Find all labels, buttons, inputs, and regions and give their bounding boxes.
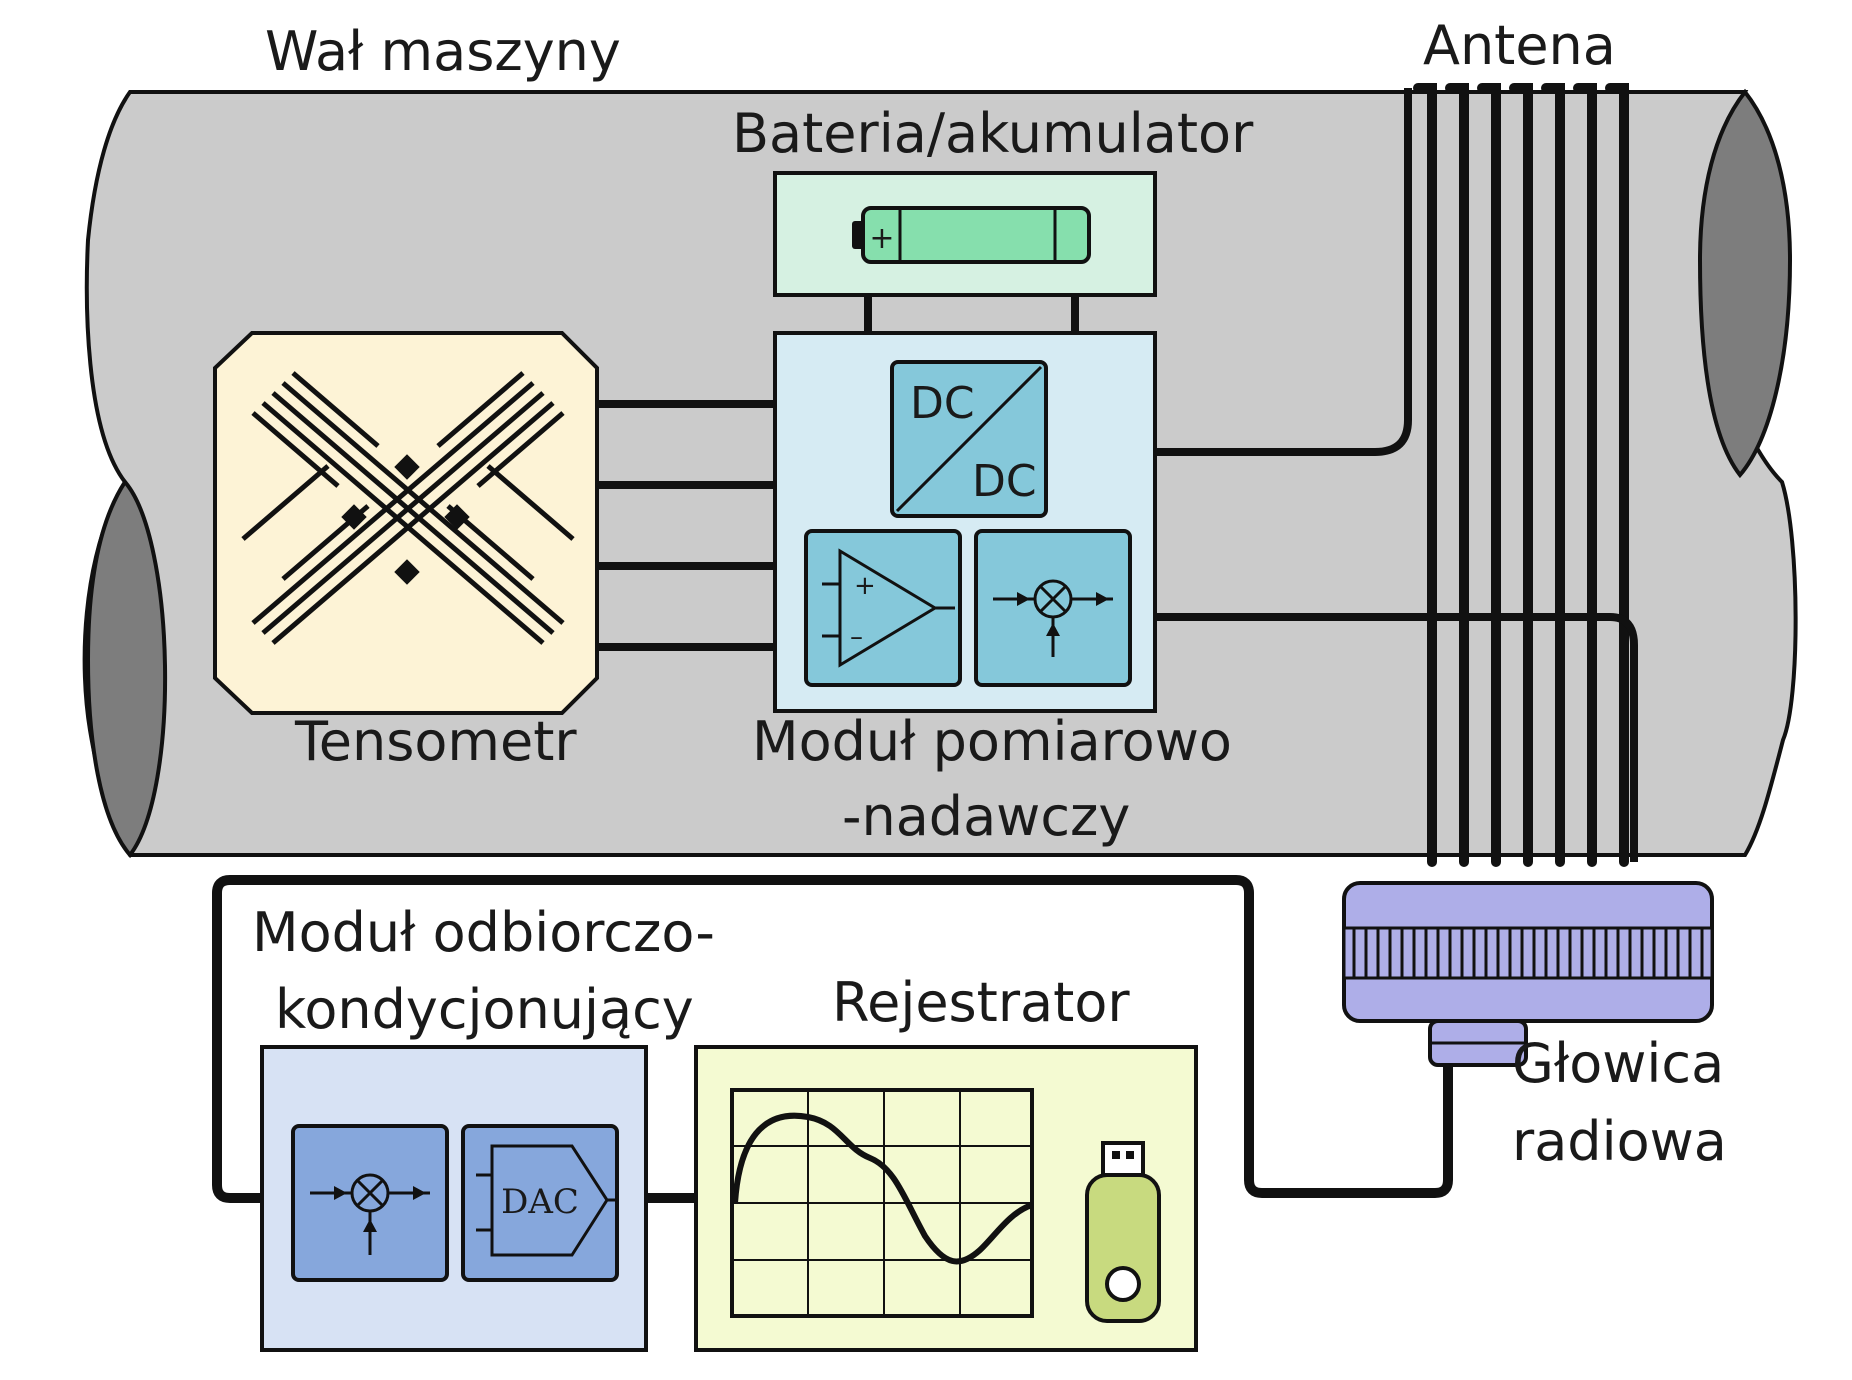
grid-line [281,381,565,625]
label-receiver-1: Moduł odbiorczo- [252,901,715,964]
battery-icon [861,206,1091,264]
ground-wires [212,875,1453,1203]
usb-body [1085,1173,1161,1323]
antenna-coil-2 [1445,83,1469,867]
grid-line [486,464,575,541]
wire-antenna-return [1155,613,1638,862]
grid-line [271,401,555,645]
grid-line [476,411,565,488]
label-antenna: Antena [1423,14,1616,77]
grid-line [271,391,555,635]
pad [394,559,420,585]
antenna-coils [1413,83,1629,867]
dac-block [461,1124,619,1282]
mixer-carrier-arrow [1046,623,1060,636]
mixer-input-arrow [1017,592,1030,606]
label-radio-head-1: Głowica [1512,1032,1724,1095]
label-receiver-2: kondycjonujący [275,978,694,1041]
strain-gauge-pads [341,454,470,585]
dcdc-input-label: DC [910,378,975,429]
demodulator-block [291,1124,449,1282]
labels: Wał maszyny Antena Bateria/akumulator Te… [252,14,1727,1173]
battery-plus-sign: + [869,221,894,256]
grid-line [261,401,545,645]
radio-head-fin-lines [1352,928,1704,978]
shaft-left-end [85,478,168,859]
dac-label: DAC [501,1182,579,1222]
grid-line [436,371,525,448]
demod-input-arrow [334,1186,347,1200]
dac-converter: DAC [461,1124,619,1282]
receiver-module: DAC [260,1045,648,1352]
usb-connector [1101,1141,1145,1177]
screen-waveform [732,1112,1034,1265]
label-battery: Bateria/akumulator [732,102,1254,165]
usb-ring [1105,1266,1141,1302]
antenna-coil-4 [1509,83,1533,867]
wire-to-antenna [1155,88,1412,456]
amplifier-triangle [838,548,938,668]
grid-line [261,391,545,635]
dcdc-converter: DC DC [890,360,1048,518]
antenna-coil-1 [1413,83,1437,867]
grid-line [291,371,380,448]
label-recorder: Rejestrator [832,971,1130,1034]
amplifier: + – [804,529,962,687]
label-transmitter-1: Moduł pomiarowo [752,710,1232,773]
wire-radio-to-receiver [212,875,1453,1203]
battery-module: + [773,171,1157,297]
label-transmitter-2: -nadawczy [842,785,1130,848]
radio-head-fins [1342,926,1714,980]
usb-pin-2 [1126,1151,1134,1159]
grid-line [241,464,330,541]
dac-shape [490,1144,609,1257]
mixer-output-arrow [1096,592,1109,606]
demod-carrier-arrow [363,1219,377,1232]
label-strain-gauge: Tensometr [294,710,577,773]
amplifier-minus-sign: – [850,622,863,652]
recorder-screen [730,1088,1034,1318]
usb-drive-icon [1085,1141,1161,1323]
pad [341,504,367,530]
shaft-wires [595,88,1638,862]
antenna-coil-5 [1541,83,1565,867]
strain-gauge-grid [241,371,575,645]
antenna-coil-3 [1477,83,1501,867]
screen-grid [732,1090,1032,1316]
label-shaft: Wał maszyny [265,20,621,83]
modulator [974,529,1132,687]
transmitter-module: DC DC + – [773,331,1157,713]
label-radio-head-2: radiowa [1512,1110,1727,1173]
antenna-coil-7 [1605,83,1629,867]
radio-head [1342,881,1714,1067]
pad [444,504,470,530]
recorder-module [694,1045,1198,1352]
dcdc-diagonal [895,365,1043,513]
modulator-block [974,529,1132,687]
dcdc-output-label: DC [972,456,1037,507]
antenna-coil-6 [1573,83,1597,867]
strain-gauge [213,331,599,715]
pad [394,454,420,480]
demod-mixer-cross [356,1179,384,1207]
demodulator [291,1124,449,1282]
usb-pin-1 [1112,1151,1120,1159]
mixer-cross [1039,585,1067,613]
amplifier-plus-sign: + [854,571,876,601]
demod-output-arrow [413,1186,426,1200]
grid-line [251,411,340,488]
grid-line [251,381,535,625]
amplifier-block [804,529,962,687]
shaft-right-end [1697,88,1793,479]
